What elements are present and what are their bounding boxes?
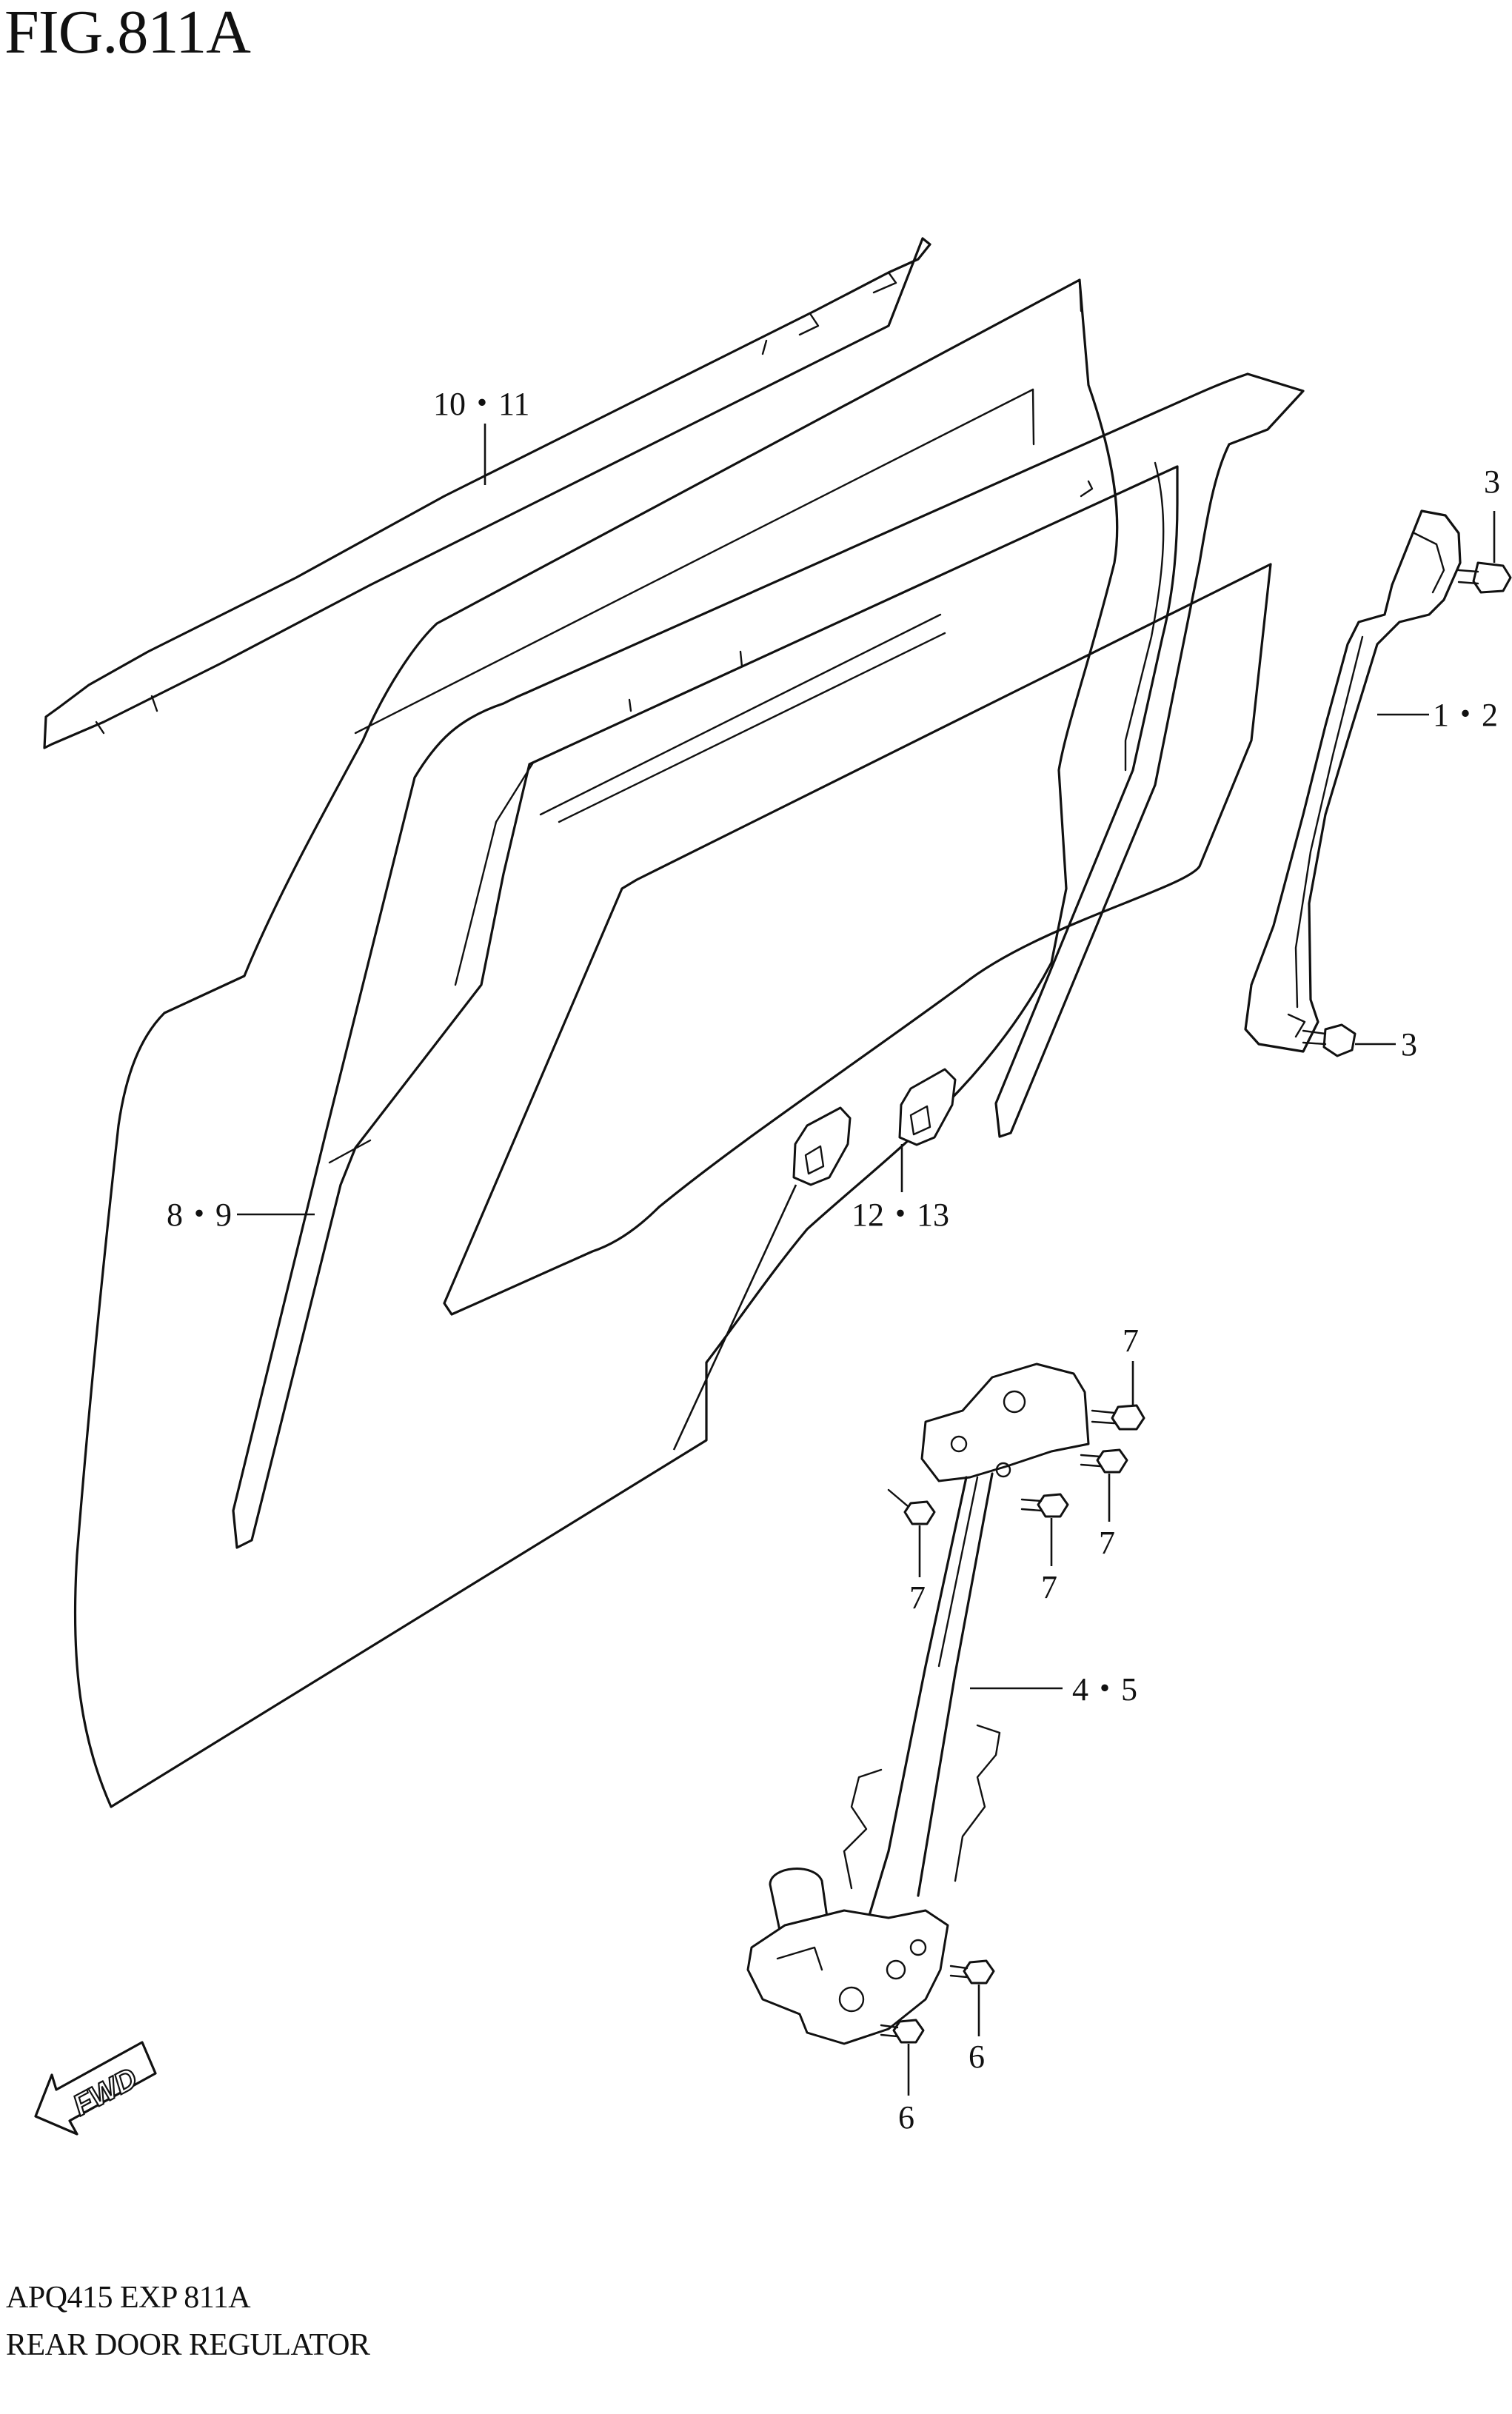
bolt-7-a-icon [1091,1404,1145,1431]
callout-bolt7-a: 7 [1123,1323,1139,1359]
callout-bolt-top: 3 [1484,464,1500,500]
callout-sash-channel: 8・9 [167,1197,232,1233]
callout-glass-holder: 12・13 [852,1197,949,1233]
weatherstrip-part [43,237,931,749]
callout-bolt6-a: 6 [969,2039,985,2075]
callout-regulator: 4・5 [1072,1671,1137,1708]
figure-name: REAR DOOR REGULATOR [6,2328,370,2362]
figure-title: FIG.811A [4,0,251,67]
bolt-3-top-icon [1457,561,1512,594]
rear-channel-part [1244,509,1462,1053]
regulator-part [746,1363,1090,2045]
leader-lines [237,424,1496,2096]
bolt-3-bottom-icon [1302,1023,1357,1057]
bolt-6-a-icon [949,1959,995,1985]
sash-channel-part [232,372,1305,1549]
bolt-7-d-icon [887,1488,936,1525]
fwd-arrow-icon: FWD [34,2041,157,2136]
callout-weatherstrip: 10・11 [433,386,529,422]
bolt-7-c-icon [1020,1493,1069,1518]
figure-code: APQ415 EXP 811A [6,2281,251,2315]
callout-bolt6-b: 6 [898,2099,914,2136]
callout-rear-channel: 1・2 [1433,697,1498,733]
callout-bolt-bottom: 3 [1401,1026,1417,1063]
door-glass [443,563,1272,1316]
bolt-7-b-icon [1080,1448,1128,1474]
callout-bolt7-c: 7 [1041,1569,1057,1605]
glass-holder-part [792,1068,957,1186]
door-panel [73,278,1119,1808]
callout-bolt7-b: 7 [1099,1525,1115,1561]
callout-bolt7-d: 7 [909,1579,926,1616]
fwd-label: FWD [68,2062,143,2122]
bolt-6-b-icon [880,2019,925,2044]
